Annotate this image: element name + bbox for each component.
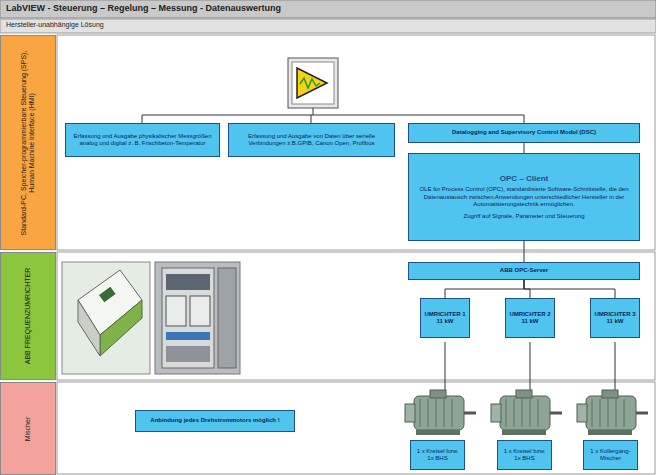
box-text: ABB OPC-Server [500, 267, 548, 274]
band-label: Standard-PC, Speicher-programmierbare St… [20, 39, 36, 246]
process-box: Anbindung jedes Drehstrommotors möglich … [135, 410, 295, 432]
connector-line [524, 241, 525, 262]
process-box: Erfassung und Ausgabe physikalischer Mes… [65, 123, 220, 157]
cabinet-photo [166, 332, 210, 340]
process-box: OPC – ClientOLE for Process Control (OPC… [408, 153, 640, 241]
drive-photo [100, 300, 142, 356]
process-box: ABB OPC-Server [408, 262, 640, 280]
cabinet-photo [162, 268, 214, 368]
box-text: UMRICHTER 2 [509, 311, 550, 318]
connector-line [524, 143, 525, 153]
labview-icon [292, 62, 334, 104]
cabinet-photo [190, 296, 210, 326]
row-band: ABB FREQUENZUMRICHTER [0, 252, 56, 380]
drive-photo [62, 262, 150, 374]
row-panel [57, 382, 655, 474]
labview-icon [288, 58, 338, 108]
row-band: Mischer [0, 382, 56, 475]
leader-line [313, 108, 314, 115]
leader-line [445, 342, 446, 392]
cabinet-photo [166, 296, 186, 326]
cabinet-photo [218, 268, 236, 368]
box-text: Erfassung und Ausgabe von Daten über ser… [232, 133, 391, 147]
connector-line [524, 280, 615, 298]
cabinet-photo [166, 274, 210, 290]
box-text: Anbindung jedes Drehstrommotors möglich … [150, 417, 279, 424]
drive-photo [99, 287, 116, 303]
row-panel [57, 252, 655, 380]
motor-picture [577, 390, 648, 435]
labview-icon [297, 68, 327, 98]
band-label: ABB FREQUENZUMRICHTER [24, 256, 32, 376]
leader-line [142, 115, 524, 123]
title-bar [0, 0, 656, 18]
process-box: Erfassung und Ausgabe von Daten über ser… [228, 123, 395, 157]
cabinet-photo [166, 346, 210, 362]
process-box: 1 x Kreisel bzw. 1x BHS [410, 440, 465, 470]
motor-picture [491, 390, 562, 435]
row-panel [57, 35, 655, 250]
diagram-title: LabVIEW - Steuerung – Regelung – Messung… [6, 3, 281, 13]
band-label: Mischer [24, 386, 32, 471]
box-text: 11 kW [436, 318, 453, 325]
box-text: 1 x Kollergang-Mischer [587, 448, 634, 462]
process-box: UMRICHTER 311 kW [590, 298, 640, 338]
box-text: UMRICHTER 3 [594, 311, 635, 318]
box-text: Datalogging and Supervisory Control Modu… [452, 129, 596, 136]
leader-line [615, 342, 616, 392]
labview-icon [300, 78, 320, 88]
row-band: Standard-PC, Speicher-programmierbare St… [0, 35, 56, 250]
box-text: OLE for Process Control (OPC), standardi… [412, 186, 636, 208]
connector-line [445, 280, 524, 298]
box-text: 1 x Kreisel bzw. 1x BHS [501, 448, 548, 462]
box-text: Zugriff auf Signale, Parameter und Steue… [464, 213, 585, 220]
cabinet-photo [155, 262, 240, 374]
leader-line [530, 342, 531, 392]
process-box: UMRICHTER 111 kW [420, 298, 470, 338]
box-text: 11 kW [606, 318, 623, 325]
process-box: 1 x Kollergang-Mischer [583, 440, 638, 470]
box-text: UMRICHTER 1 [424, 311, 465, 318]
subtitle-label: Hersteller-unabhängige Lösung [6, 21, 104, 28]
box-text: 1 x Kreisel bzw. 1x BHS [414, 448, 461, 462]
motor-picture [405, 390, 476, 435]
process-box: 1 x Kreisel bzw. 1x BHS [497, 440, 552, 470]
subtitle-bar [0, 19, 656, 33]
leader-line [311, 115, 312, 123]
drive-photo [78, 300, 100, 356]
box-text: 11 kW [521, 318, 538, 325]
process-box: Datalogging and Supervisory Control Modu… [408, 123, 640, 143]
box-heading: OPC – Client [500, 174, 548, 184]
process-box: UMRICHTER 211 kW [505, 298, 555, 338]
box-text: Erfassung und Ausgabe physikalischer Mes… [69, 133, 216, 147]
